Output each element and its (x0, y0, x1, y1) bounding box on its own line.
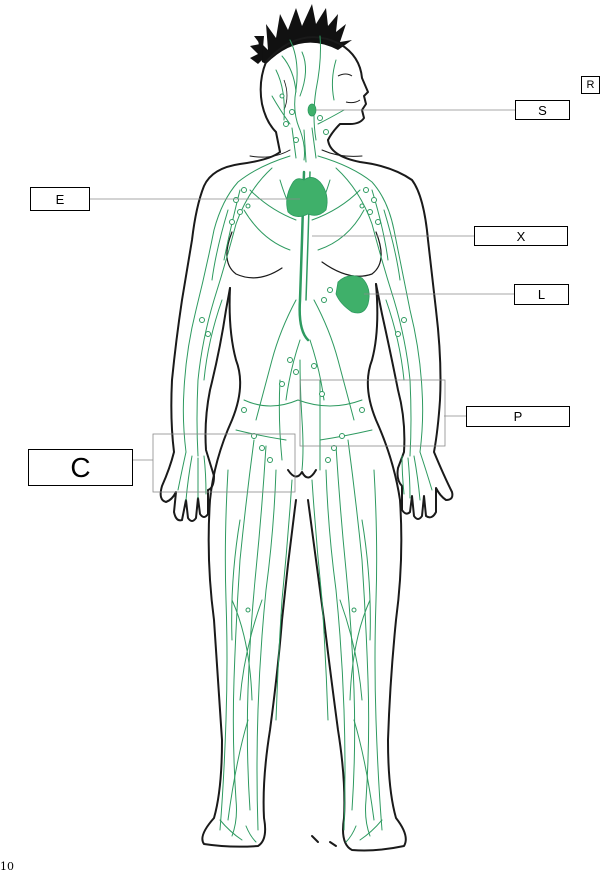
page-number: 10 (0, 860, 14, 873)
body-outline (159, 36, 454, 852)
spleen-organ (335, 275, 370, 314)
hair (250, 4, 352, 64)
label-S[interactable]: S (515, 100, 570, 120)
lymph-vessels (177, 35, 433, 843)
label-R[interactable]: R (581, 76, 600, 94)
label-E[interactable]: E (30, 187, 90, 211)
label-P[interactable]: P (466, 406, 570, 427)
label-X[interactable]: X (474, 226, 568, 246)
lymph-nodes (199, 93, 407, 613)
tonsil-organ (307, 103, 317, 117)
label-C[interactable]: C (28, 449, 133, 486)
face (283, 73, 361, 111)
leader-lines (90, 109, 515, 493)
label-L[interactable]: L (514, 284, 569, 305)
thymus-organ (286, 177, 328, 217)
organs (286, 103, 370, 314)
